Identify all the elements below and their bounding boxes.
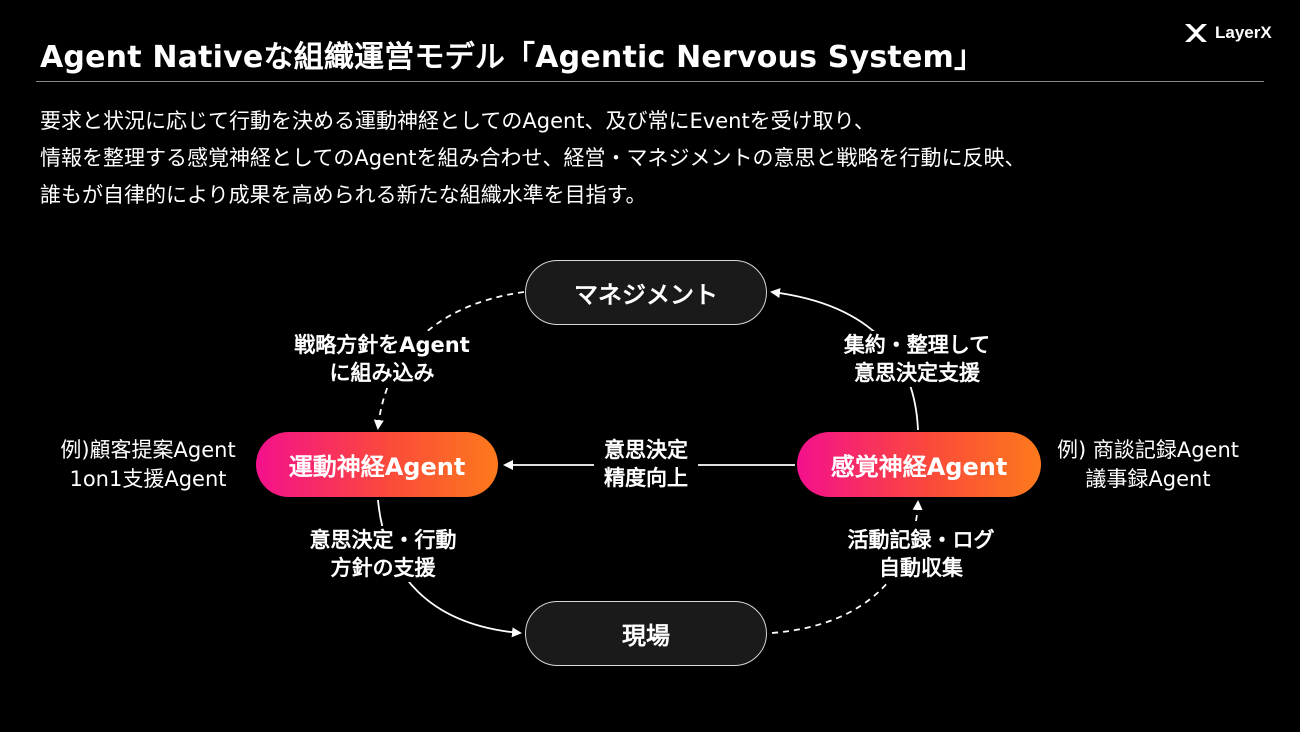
layerx-logo-icon bbox=[1185, 24, 1207, 42]
edge-label-bottom-left: 意思決定・行動 方針の支援 bbox=[307, 526, 459, 582]
title-divider bbox=[36, 81, 1264, 82]
description: 要求と状況に応じて行動を決める運動神経としてのAgent、及び常にEventを受… bbox=[40, 103, 1026, 214]
edge-label-center: 意思決定 精度向上 bbox=[594, 436, 698, 492]
node-sensory-agent: 感覚神経Agent bbox=[797, 432, 1041, 497]
arrow-management-to-motor bbox=[373, 291, 525, 430]
logo-text: LayerX bbox=[1215, 23, 1272, 42]
edge-label-bottom-right: 活動記録・ログ 自動収集 bbox=[845, 526, 997, 582]
node-management: マネジメント bbox=[525, 260, 767, 325]
edge-label-top-right: 集約・整理して 意思決定支援 bbox=[841, 331, 993, 387]
description-line: 要求と状況に応じて行動を決める運動神経としてのAgent、及び常にEventを受… bbox=[40, 109, 875, 133]
node-motor-agent: 運動神経Agent bbox=[256, 432, 498, 497]
page-title: Agent Nativeな組織運営モデル「Agentic Nervous Sys… bbox=[40, 40, 985, 75]
motor-examples: 例)顧客提案Agent 1on1支援Agent bbox=[60, 438, 236, 491]
edge-label-top-left: 戦略方針をAgent に組み込み bbox=[292, 331, 472, 387]
node-field: 現場 bbox=[525, 601, 767, 666]
brand-logo: LayerX bbox=[1183, 22, 1272, 44]
description-line: 情報を整理する感覚神経としてのAgentを組み合わせ、経営・マネジメントの意思と… bbox=[40, 146, 1026, 170]
sensory-examples: 例) 商談記録Agent 議事録Agent bbox=[1056, 438, 1240, 491]
description-line: 誰もが自律的により成果を高められる新たな組織水準を目指す。 bbox=[40, 183, 647, 207]
